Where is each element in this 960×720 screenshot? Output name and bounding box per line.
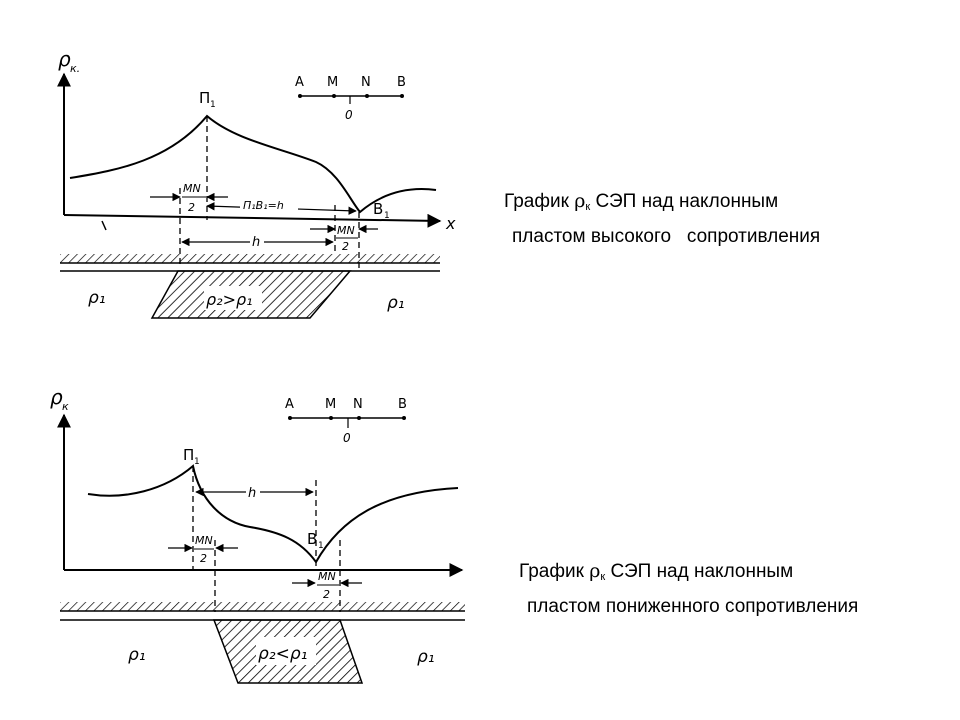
bottom-caption-line1: График ρк СЭП над наклонным: [519, 556, 858, 592]
bottom-rho-middle: ρ₂<ρ₁: [258, 644, 307, 664]
bottom-rho-left: ρ₁: [128, 645, 146, 665]
bottom-electrode-b: B: [398, 397, 407, 412]
bottom-peak-label: П: [183, 446, 194, 464]
bottom-peak-sub: 1: [194, 457, 200, 467]
top-electrode-m: M: [327, 75, 338, 90]
bottom-electrode-b-dot: [402, 416, 406, 420]
top-distance-label: П₁B₁=h: [243, 199, 284, 212]
top-caption-prefix: График: [504, 191, 569, 212]
top-electrode-a: A: [295, 75, 304, 90]
bottom-y-axis-sub: к: [62, 400, 69, 413]
top-rho-right: ρ₁: [387, 293, 405, 313]
top-electrode-m-dot: [332, 94, 336, 98]
bottom-h-label: h: [248, 486, 256, 501]
bottom-rho-curve: [87, 464, 459, 564]
bottom-electrode-n-dot: [357, 416, 361, 420]
top-caption-suffix: СЭП над наклонным: [595, 191, 779, 212]
top-caption-line1: График ρк СЭП над наклонным: [504, 186, 820, 222]
bottom-mn-right-den: 2: [323, 588, 330, 601]
top-electrode-a-dot: [298, 94, 302, 98]
bottom-caption-suffix: СЭП над наклонным: [610, 561, 794, 582]
bottom-electrode-m: M: [325, 397, 336, 412]
top-mn-right-num: MN: [337, 224, 355, 237]
top-caption-rho-sub: к: [585, 201, 591, 213]
bottom-electrode-n: N: [353, 397, 363, 412]
bottom-caption: График ρк СЭП над наклонным пластом пони…: [519, 556, 858, 622]
top-electrode-b: B: [397, 75, 406, 90]
bottom-electrode-m-dot: [329, 416, 333, 420]
top-h-bg: [250, 234, 264, 248]
bottom-h-bg: [246, 484, 260, 498]
bottom-caption-rho-sub: к: [600, 571, 606, 583]
bottom-min-label: B: [307, 530, 317, 548]
top-diagram: ρ к. x П 1 B 1 MN 2 П₁B₁=h MN 2: [57, 47, 456, 319]
top-mn-left-den: 2: [188, 201, 195, 214]
bottom-diagram: ρ к П 1 B 1 h MN 2 MN 2: [50, 385, 465, 684]
top-h-label: h: [252, 235, 260, 250]
bottom-electrode-origin: 0: [343, 431, 351, 445]
top-caption-line2: пластом высокого сопротивления: [512, 226, 821, 247]
bottom-caption-rho: ρ: [589, 560, 601, 582]
top-mn-right-den: 2: [342, 240, 349, 253]
bottom-electrode-a-dot: [288, 416, 292, 420]
bottom-min-sub: 1: [318, 541, 324, 551]
top-mn-left-num: MN: [183, 182, 201, 195]
bottom-caption-line2: пластом пониженного сопротивления: [527, 596, 859, 617]
top-rho-left: ρ₁: [88, 288, 106, 308]
top-peak-label: П: [199, 89, 210, 107]
bottom-mn-left-num: MN: [195, 534, 213, 547]
bottom-mn-right-num: MN: [318, 570, 336, 583]
top-min-label: B: [373, 200, 383, 218]
top-electrode-n-dot: [365, 94, 369, 98]
top-rho-curve: [69, 114, 437, 214]
bottom-rho-right: ρ₁: [417, 647, 435, 667]
top-y-axis-label: ρ: [58, 47, 71, 71]
bottom-bed-label-bg: [256, 637, 316, 665]
top-electrode-origin: 0: [345, 108, 353, 122]
top-min-sub: 1: [384, 211, 390, 221]
bottom-caption-prefix: График: [519, 561, 584, 582]
top-electrode-b-dot: [400, 94, 404, 98]
top-x-axis-tick: [101, 220, 107, 231]
bottom-electrode-a: A: [285, 397, 294, 412]
top-electrode-n: N: [361, 75, 371, 90]
bottom-mn-left-den: 2: [200, 552, 207, 565]
top-rho-middle: ρ₂>ρ₁: [206, 290, 253, 309]
top-caption: График ρк СЭП над наклонным пластом высо…: [504, 186, 820, 252]
bottom-soil-layer: [60, 602, 465, 611]
top-x-axis: [63, 213, 442, 228]
top-distance-bg: [240, 198, 298, 212]
top-x-axis-label: x: [445, 214, 456, 233]
bottom-y-axis-label: ρ: [50, 385, 63, 409]
top-caption-rho: ρ: [574, 190, 586, 212]
top-bed-label-bg: [204, 286, 262, 310]
top-soil-layer: [60, 254, 440, 263]
top-y-axis-sub: к.: [70, 62, 80, 75]
top-peak-sub: 1: [210, 100, 216, 110]
